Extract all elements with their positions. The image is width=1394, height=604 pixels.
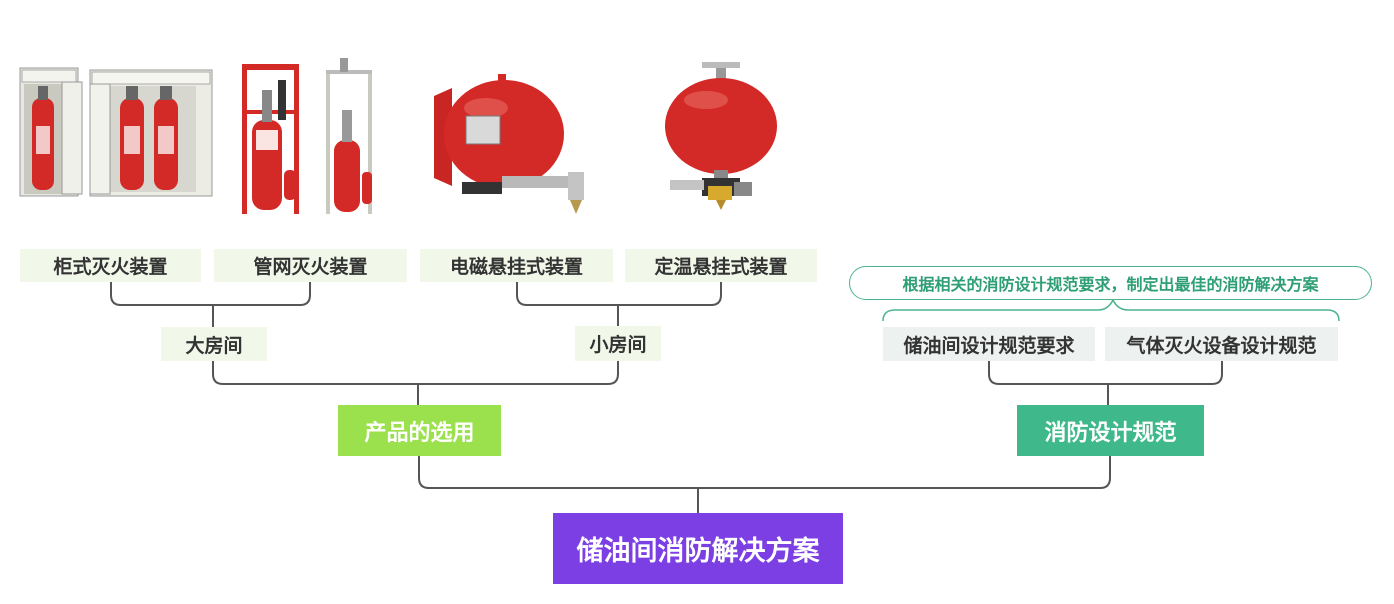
device-electromagnetic-suspended: 电磁悬挂式装置 [420,249,613,282]
device-pipe-network-extinguisher: 管网灭火装置 [214,249,407,282]
electromagnetic-suspended-extinguisher-icon [434,74,584,214]
gas-extinguishing-code-item: 气体灭火设备设计规范 [1105,327,1338,361]
root-node: 储油间消防解决方案 [553,513,843,584]
oil-room-code-item: 储油间设计规范要求 [883,327,1095,361]
note-brace [882,298,1340,322]
fire-design-code-node: 消防设计规范 [1017,405,1204,456]
cabinet-extinguisher-icon [19,67,213,197]
pipe-network-extinguisher-icon [242,58,372,214]
device-thermal-suspended: 定温悬挂式装置 [625,249,817,282]
thermal-suspended-extinguisher-icon [665,62,777,210]
small-room-node: 小房间 [575,326,661,361]
design-note: 根据相关的消防设计规范要求，制定出最佳的消防解决方案 [849,266,1372,300]
product-selection-node: 产品的选用 [338,405,501,456]
device-cabinet-extinguisher: 柜式灭火装置 [20,249,201,282]
large-room-node: 大房间 [161,327,267,361]
